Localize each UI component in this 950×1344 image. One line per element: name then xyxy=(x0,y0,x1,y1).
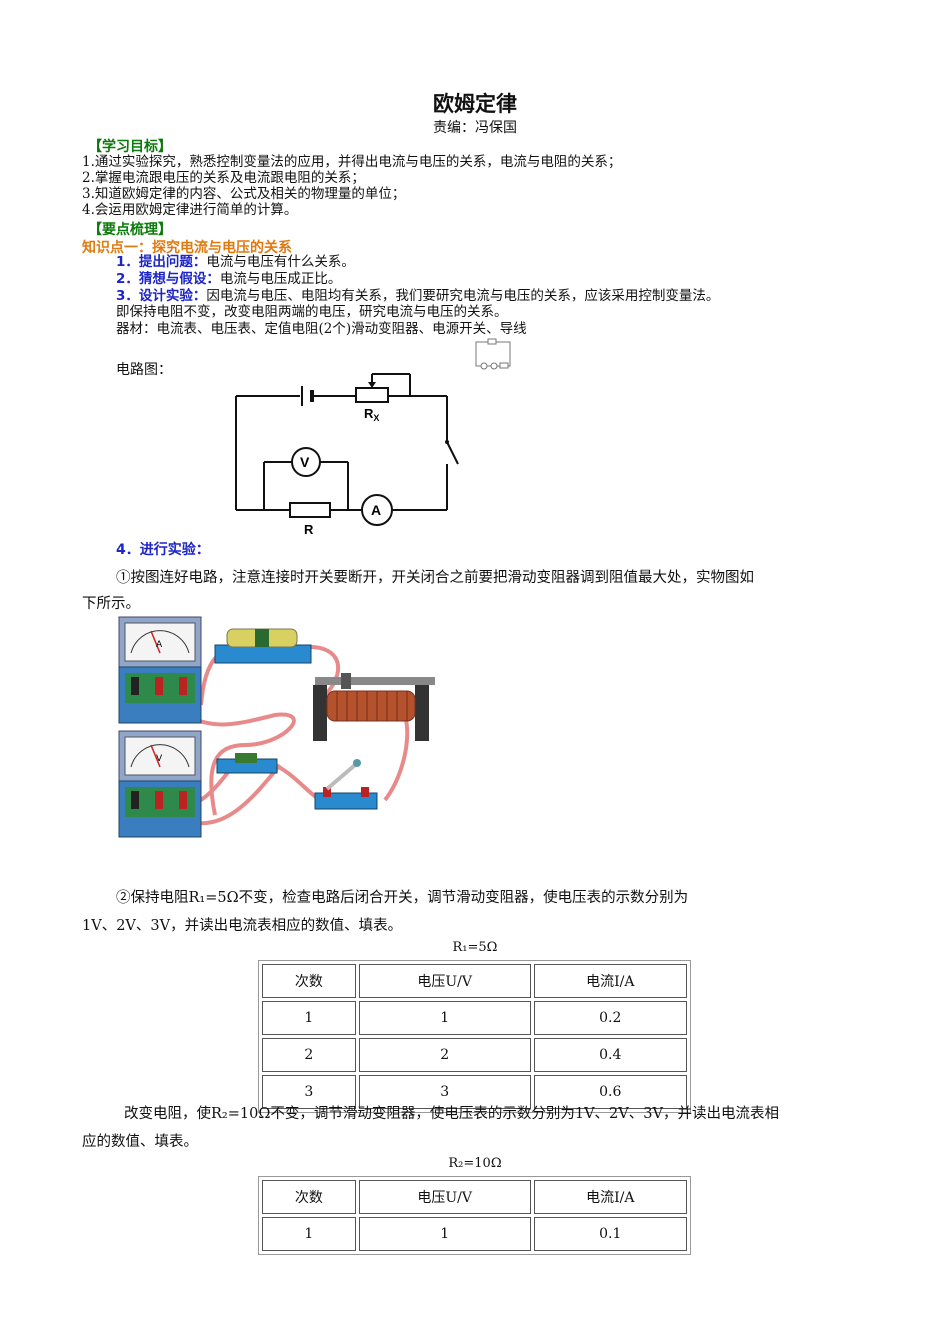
step1-text: 电流与电压有什么关系。 xyxy=(206,254,355,270)
table-cell: 0.4 xyxy=(533,1038,687,1072)
table-cell: 0.6 xyxy=(533,1075,687,1109)
table-cell: 3 xyxy=(262,1075,356,1109)
step2-para-b: 1V、2V、3V，并读出电流表相应的数值、填表。 xyxy=(82,918,403,934)
summary-heading: 【要点梳理】 xyxy=(88,222,172,238)
ammeter-label: A xyxy=(371,502,381,518)
r-label: R xyxy=(304,522,314,535)
equipment-line: 器材：电流表、电压表、定值电阻(2个)滑动变阻器、电源开关、导线 xyxy=(116,321,527,337)
table-row: 1 1 0.1 xyxy=(262,1217,687,1251)
goals-heading: 【学习目标】 xyxy=(88,139,172,155)
table-cell: 0.1 xyxy=(533,1217,687,1251)
ammeter-device: A xyxy=(118,616,202,724)
step2-para-a: ②保持电阻R₁=5Ω不变，检查电路后闭合开关，调节滑动变阻器，使电压表的示数分别… xyxy=(116,890,689,906)
goal-item: 1.通过实验探究，熟悉控制变量法的应用，并得出电流与电压的关系，电流与电阻的关系… xyxy=(82,154,622,170)
page-title: 欧姆定律 xyxy=(433,92,517,116)
circuit-diagram: RX R V A xyxy=(235,373,459,535)
step1-label: 1．提出问题： xyxy=(116,254,207,270)
step2-line: 2．猜想与假设：电流与电压成正比。 xyxy=(116,271,341,287)
step4-label: 4．进行实验： xyxy=(116,542,210,558)
step3-para-b: 应的数值、填表。 xyxy=(82,1134,198,1150)
goal-item: 2.掌握电流跟电压的关系及电流跟电阻的关系； xyxy=(82,170,365,186)
circuit-thumbnail xyxy=(475,338,511,370)
step3-text2: 即保持电阻不变，改变电阻两端的电压，研究电流与电压的关系。 xyxy=(116,304,508,320)
table2-caption: R₂=10Ω xyxy=(448,1156,502,1171)
circuit-label: 电路图： xyxy=(116,362,172,378)
resistor-device xyxy=(216,753,278,774)
rheostat-device xyxy=(313,673,435,741)
table-cell: 1 xyxy=(262,1217,356,1251)
goal-item: 3.知道欧姆定律的内容、公式及相关的物理量的单位； xyxy=(82,186,406,202)
step2-label: 2．猜想与假设： xyxy=(116,271,220,287)
step3-label: 3．设计实验： xyxy=(116,288,207,304)
header-count: 次数 xyxy=(262,964,356,998)
header-voltage: 电压U/V xyxy=(358,964,531,998)
table-cell: 1 xyxy=(262,1001,356,1035)
step1-para-b: 下所示。 xyxy=(82,596,140,612)
table-r2: 次数 电压U/V 电流I/A 1 1 0.1 xyxy=(258,1176,691,1255)
switch-device xyxy=(314,759,378,810)
table-row: 2 2 0.4 xyxy=(262,1038,687,1072)
svg-text:A: A xyxy=(156,640,163,650)
table-row: 1 1 0.2 xyxy=(262,1001,687,1035)
table-cell: 2 xyxy=(358,1038,531,1072)
table-row: 3 3 0.6 xyxy=(262,1075,687,1109)
table-cell: 3 xyxy=(358,1075,531,1109)
step1-line: 1．提出问题：电流与电压有什么关系。 xyxy=(116,254,355,270)
apparatus-illustration: A V xyxy=(118,616,435,838)
battery-device xyxy=(214,628,312,664)
step3-line: 3．设计实验：因电流与电压、电阻均有关系，我们要研究电流与电压的关系，应该采用控… xyxy=(116,288,719,304)
table-r1: 次数 电压U/V 电流I/A 1 1 0.2 2 2 0.4 3 3 0.6 xyxy=(258,960,691,1113)
step1-para-a: ①按图连好电路，注意连接时开关要断开，开关闭合之前要把滑动变阻器调到阻值最大处，… xyxy=(116,570,754,586)
table-cell: 1 xyxy=(358,1217,531,1251)
table-cell: 2 xyxy=(262,1038,356,1072)
header-current: 电流I/A xyxy=(533,964,687,998)
table1-caption: R₁=5Ω xyxy=(452,940,498,955)
step2-text: 电流与电压成正比。 xyxy=(219,271,342,287)
table-cell: 0.2 xyxy=(533,1001,687,1035)
step3-para-a: 改变电阻，使R₂=10Ω不变，调节滑动变阻器，使电压表的示数分别为1V、2V、3… xyxy=(124,1106,779,1122)
knowledge-point-title: 知识点一：探究电流与电压的关系 xyxy=(82,240,292,256)
table-header-row: 次数 电压U/V 电流I/A xyxy=(262,1180,687,1214)
header-voltage: 电压U/V xyxy=(358,1180,531,1214)
header-current: 电流I/A xyxy=(533,1180,687,1214)
author-line: 责编：冯保国 xyxy=(433,120,517,136)
header-count: 次数 xyxy=(262,1180,356,1214)
svg-text:V: V xyxy=(156,754,163,764)
table-header-row: 次数 电压U/V 电流I/A xyxy=(262,964,687,998)
voltmeter-label: V xyxy=(300,454,310,470)
table-cell: 1 xyxy=(358,1001,531,1035)
rx-label: RX xyxy=(364,406,379,423)
goal-item: 4.会运用欧姆定律进行简单的计算。 xyxy=(82,202,298,218)
voltmeter-device: V xyxy=(118,730,202,838)
step3-text: 因电流与电压、电阻均有关系，我们要研究电流与电压的关系，应该采用控制变量法。 xyxy=(206,288,720,304)
